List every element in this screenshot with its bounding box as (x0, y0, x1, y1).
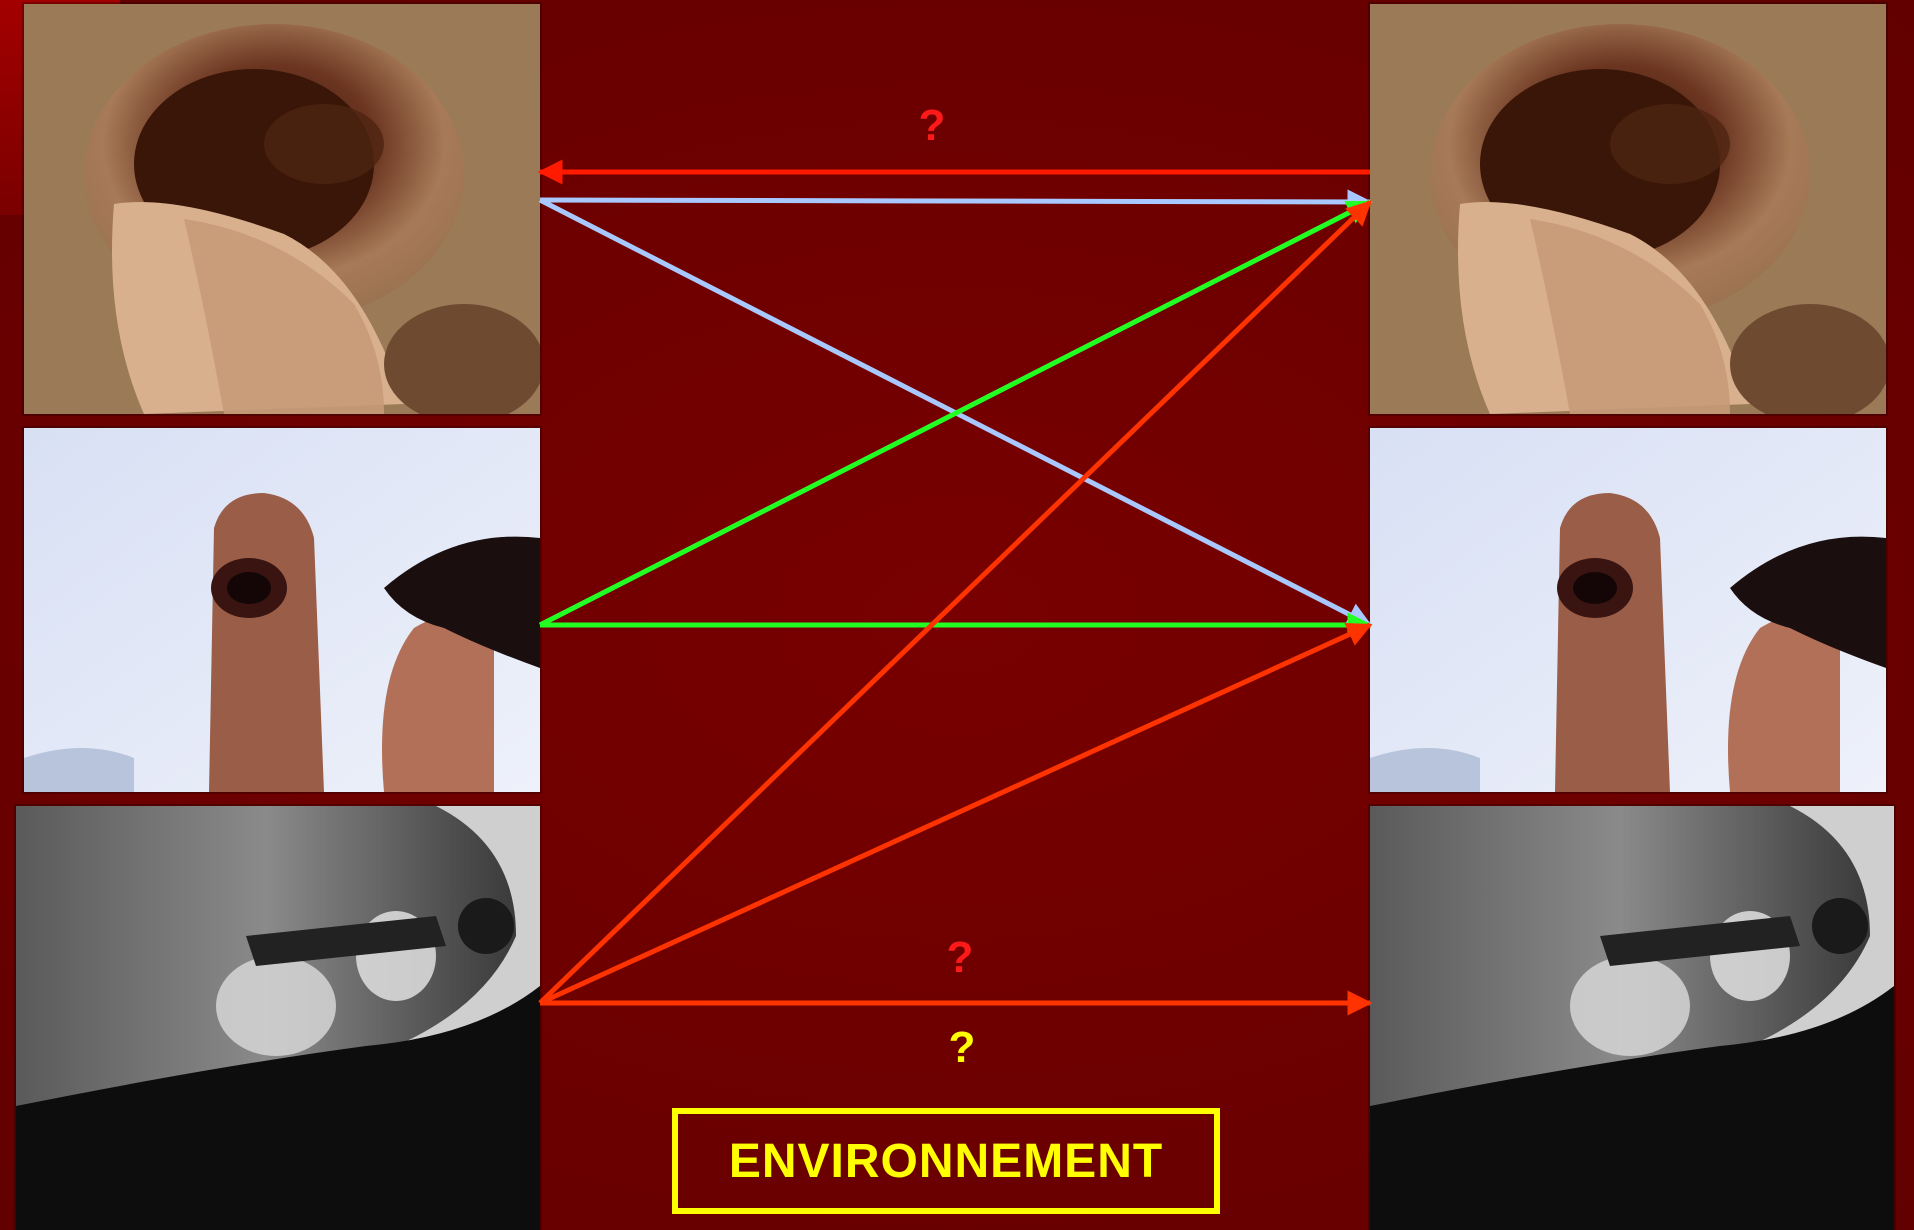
environment-box: ENVIRONNEMENT (672, 1108, 1220, 1214)
question-mark-bottom-lower: ? (932, 1026, 992, 1070)
arrow-mouth-left-to-mouth-right (540, 200, 1370, 202)
arrow-animal-left-to-mouth-right (540, 202, 1370, 1003)
question-mark-bottom-upper: ? (930, 936, 990, 980)
environment-label: ENVIRONNEMENT (729, 1134, 1163, 1189)
question-mark-top: ? (902, 104, 962, 148)
